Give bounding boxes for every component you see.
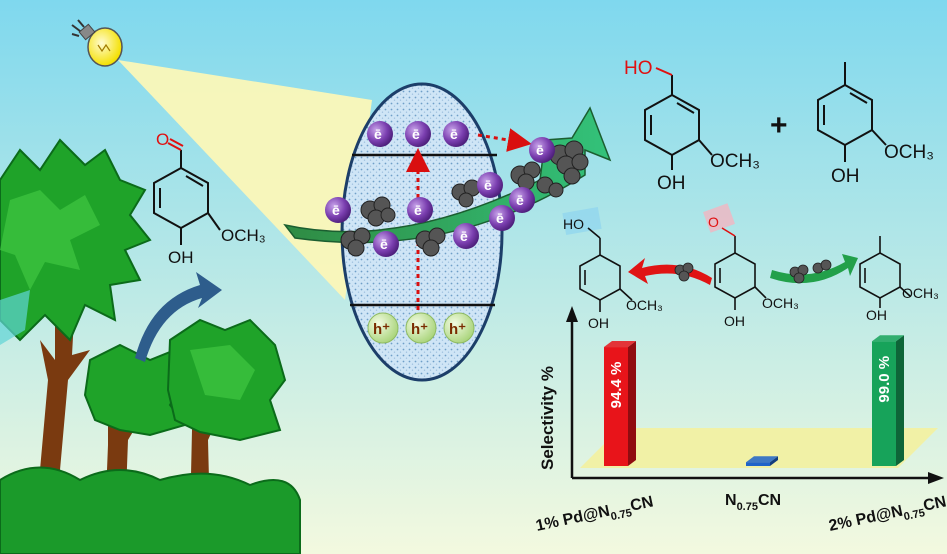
svg-text:ē: ē (450, 126, 458, 142)
pd-cluster-small (789, 259, 832, 284)
electron: ē (529, 137, 555, 163)
pd-cluster-small (674, 262, 694, 282)
electron: ē (453, 223, 479, 249)
electron: ē (509, 187, 535, 213)
electron: ē (405, 121, 431, 147)
product-vanillyl-alcohol: HO OCH₃ OH (624, 58, 760, 194)
bar-value-label: 94.4 % (608, 362, 625, 409)
hole: h⁺ (405, 312, 437, 344)
svg-text:h⁺: h⁺ (373, 321, 390, 338)
y-axis-arrowhead (566, 306, 578, 322)
mechanism-row: HO OCH₃ OH O OCH₃ OH OCH₃ OH (562, 203, 939, 331)
bar-3: 99.0 % (872, 335, 904, 466)
svg-text:ē: ē (516, 192, 524, 208)
electron: ē (489, 205, 515, 231)
electron: ē (407, 197, 433, 223)
mech-alcohol-hydroxyl: OH (588, 315, 609, 331)
holes: h⁺ h⁺ h⁺ (367, 312, 475, 344)
mech-aldehyde-carbonyl-o: O (708, 214, 719, 230)
svg-text:h⁺: h⁺ (449, 321, 466, 338)
plus-sign: + (770, 109, 788, 142)
reactant-carbonyl-o: O (156, 130, 169, 149)
trees-illustration (0, 138, 301, 554)
electron: ē (325, 197, 351, 223)
bar-1: 94.4 % (604, 341, 636, 466)
svg-text:ē: ē (380, 236, 388, 252)
creosol-hydroxyl: OH (831, 166, 860, 187)
mech-alcohol-hydroxyl-top: HO (563, 216, 584, 232)
creosol-methoxy: OCH₃ (884, 142, 934, 163)
svg-text:ē: ē (496, 210, 504, 226)
svg-text:ē: ē (414, 202, 422, 218)
mech-alcohol-methoxy: OCH₃ (626, 297, 663, 313)
reactant-methoxy: OCH₃ (221, 226, 266, 245)
electron: ē (443, 121, 469, 147)
alcohol-hydroxyl-top: HO (624, 58, 653, 79)
curved-arrow-icon (135, 272, 222, 362)
svg-text:ē: ē (484, 177, 492, 193)
electrons: ē ē ē ē ē ē ē ē ē ē ē (325, 121, 555, 257)
selectivity-chart: Selectivity % 94.4 %99.0 % 1% Pd@N0.75CN… (534, 306, 947, 535)
svg-text:ē: ē (374, 126, 382, 142)
y-axis-label: Selectivity % (538, 366, 557, 470)
svg-text:h⁺: h⁺ (411, 321, 428, 338)
svg-text:ē: ē (332, 202, 340, 218)
aldehyde-highlight (703, 203, 735, 233)
electron: ē (367, 121, 393, 147)
red-curved-arrow-icon (628, 258, 712, 285)
svg-text:ē: ē (412, 126, 420, 142)
alcohol-highlight (562, 207, 602, 235)
mech-creosol-hydroxyl: OH (866, 307, 887, 323)
x-tick-label: N0.75CN (725, 492, 781, 513)
x-axis-arrowhead (928, 472, 944, 484)
bar-value-label: 99.0 % (876, 356, 893, 403)
svg-text:ē: ē (460, 228, 468, 244)
pd-clusters (340, 140, 589, 257)
mech-creosol-methoxy: OCH₃ (902, 285, 939, 301)
electron: ē (373, 231, 399, 257)
mech-aldehyde-methoxy: OCH₃ (762, 295, 799, 311)
reactant-hydroxyl: OH (168, 248, 194, 267)
chart-floor (580, 428, 938, 468)
hole: h⁺ (367, 312, 399, 344)
electron: ē (477, 172, 503, 198)
product-creosol: OCH₃ OH (817, 62, 934, 187)
svg-text:ē: ē (536, 142, 544, 158)
alcohol-hydroxyl: OH (657, 173, 686, 194)
reactant-vanillin: O OCH₃ OH (153, 130, 266, 267)
electron-transfer-arrow (477, 128, 532, 152)
hole: h⁺ (443, 312, 475, 344)
alcohol-methoxy: OCH₃ (710, 151, 760, 172)
bar-2 (746, 456, 778, 466)
light-bulb-icon (71, 19, 123, 67)
mech-aldehyde-hydroxyl: OH (724, 313, 745, 329)
